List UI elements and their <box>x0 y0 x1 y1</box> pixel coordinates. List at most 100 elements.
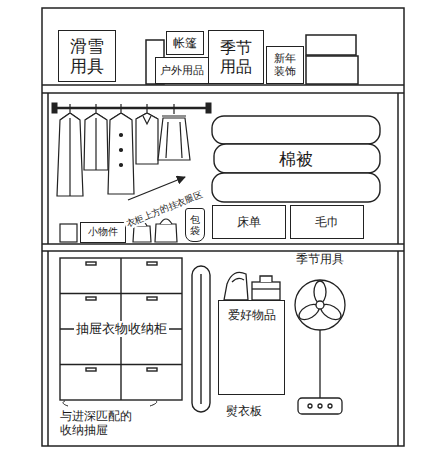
hanging-clothes <box>120 134 123 137</box>
storage-box: 新年装饰 <box>266 46 304 84</box>
storage-box: 季节用品 <box>208 30 264 84</box>
hanging-clothes <box>84 113 108 170</box>
closet-frame <box>42 8 404 446</box>
drawer-cabinet <box>86 297 96 300</box>
closet-frame <box>42 8 404 446</box>
drawer-cabinet <box>147 297 157 300</box>
hanging-clothes <box>57 104 190 196</box>
small-bags <box>133 226 151 242</box>
iron-and-toolbox <box>224 272 248 300</box>
hanging-clothes <box>57 113 83 196</box>
closet-frame <box>47 251 49 446</box>
hanging-clothes <box>143 116 151 124</box>
iron-and-toolbox <box>260 276 272 282</box>
iron-and-toolbox <box>232 278 244 282</box>
storage-box: 帐篷 <box>166 31 204 55</box>
linen-box: 毛巾 <box>290 205 364 239</box>
hanging-rod <box>52 103 211 113</box>
drawer-cabinet <box>60 258 182 400</box>
area-label: 衣柜上方的挂衣服区 <box>123 188 206 230</box>
drawer-cabinet <box>86 368 96 371</box>
hanging-clothes <box>108 113 134 194</box>
electric-fan <box>314 281 326 303</box>
leader-line <box>150 401 157 406</box>
closet-frame <box>42 243 404 245</box>
leader-line <box>63 401 157 406</box>
closet-arrow <box>128 177 185 200</box>
closet-frame <box>42 250 404 252</box>
drawer-cabinet <box>147 262 157 265</box>
closet-arrow <box>128 177 185 200</box>
plain-boxes <box>306 56 358 84</box>
quilt-stack <box>212 173 380 202</box>
leader-line <box>63 401 68 406</box>
drawer-cabinet <box>147 368 157 371</box>
item-label: 季节用具 <box>294 252 346 266</box>
electric-fan <box>328 404 332 408</box>
hanging-rod <box>55 107 208 110</box>
drawer-unit: 爱好物品 <box>218 300 285 395</box>
electric-fan <box>318 404 322 408</box>
box-text: 户外用品 <box>160 64 204 77</box>
hanging-clothes <box>136 113 158 164</box>
electric-fan <box>298 398 342 414</box>
small-bags <box>60 219 177 242</box>
small-bags <box>160 219 172 224</box>
drawer-cabinet <box>60 258 182 400</box>
electric-fan <box>316 301 324 309</box>
ironing-board <box>192 266 210 412</box>
box-text: 床单 <box>237 215 261 229</box>
linen-box: 床单 <box>212 205 286 239</box>
hanging-rod <box>52 103 57 113</box>
storage-box: 户外用品 <box>155 57 209 84</box>
box-text: 新年装饰 <box>273 52 297 78</box>
drawer-cabinet <box>86 262 96 265</box>
electric-fan <box>295 280 345 414</box>
box-text: 季节用品 <box>219 38 253 76</box>
hanging-rod <box>206 103 211 113</box>
drawer-cabinet: 抽屉衣物收纳柜 <box>62 312 180 346</box>
electric-fan <box>295 280 345 330</box>
hanging-clothes <box>95 118 96 170</box>
closet-frame <box>397 93 399 244</box>
hanging-clothes <box>69 118 70 196</box>
storage-box: 滑雪用具 <box>58 30 116 82</box>
callout-label: 与进深匹配的收纳抽屉 <box>58 409 136 438</box>
hanging-clothes <box>180 122 182 158</box>
ironing-board <box>192 266 210 412</box>
item-label: 熨衣板 <box>224 404 264 418</box>
box-text: 包袋 <box>190 214 200 236</box>
hanging-clothes <box>166 122 168 158</box>
hanging-clothes <box>158 118 190 160</box>
box-text: 毛巾 <box>315 215 339 229</box>
electric-fan <box>308 404 312 408</box>
closet-frame <box>47 93 49 244</box>
box-text: 帐篷 <box>173 36 197 50</box>
quilt-stack: 棉被 <box>212 116 380 202</box>
box-text: 棉被 <box>277 149 315 169</box>
hanging-clothes <box>120 164 123 167</box>
quilt-stack <box>212 116 380 144</box>
iron-and-toolbox <box>252 288 280 289</box>
hanging-clothes <box>120 149 123 152</box>
plain-boxes <box>306 35 356 55</box>
box-text: 爱好物品 <box>228 308 276 322</box>
electric-fan <box>319 330 320 398</box>
quilt-stack <box>214 144 380 173</box>
box-text: 滑雪用具 <box>69 36 105 77</box>
box-text: 小物件 <box>88 226 118 238</box>
small-bags <box>155 224 177 242</box>
closet-frame <box>397 251 399 446</box>
closet-frame <box>42 92 404 94</box>
box-text: 抽屉衣物收纳柜 <box>74 321 169 337</box>
bag-shape: 包袋 <box>185 208 205 242</box>
hanging-clothes <box>162 104 186 116</box>
small-bin: 小物件 <box>80 222 126 243</box>
iron-and-toolbox <box>224 272 280 300</box>
quilt-stack <box>212 116 380 202</box>
small-bags <box>60 224 77 242</box>
ironing-board <box>200 274 201 404</box>
